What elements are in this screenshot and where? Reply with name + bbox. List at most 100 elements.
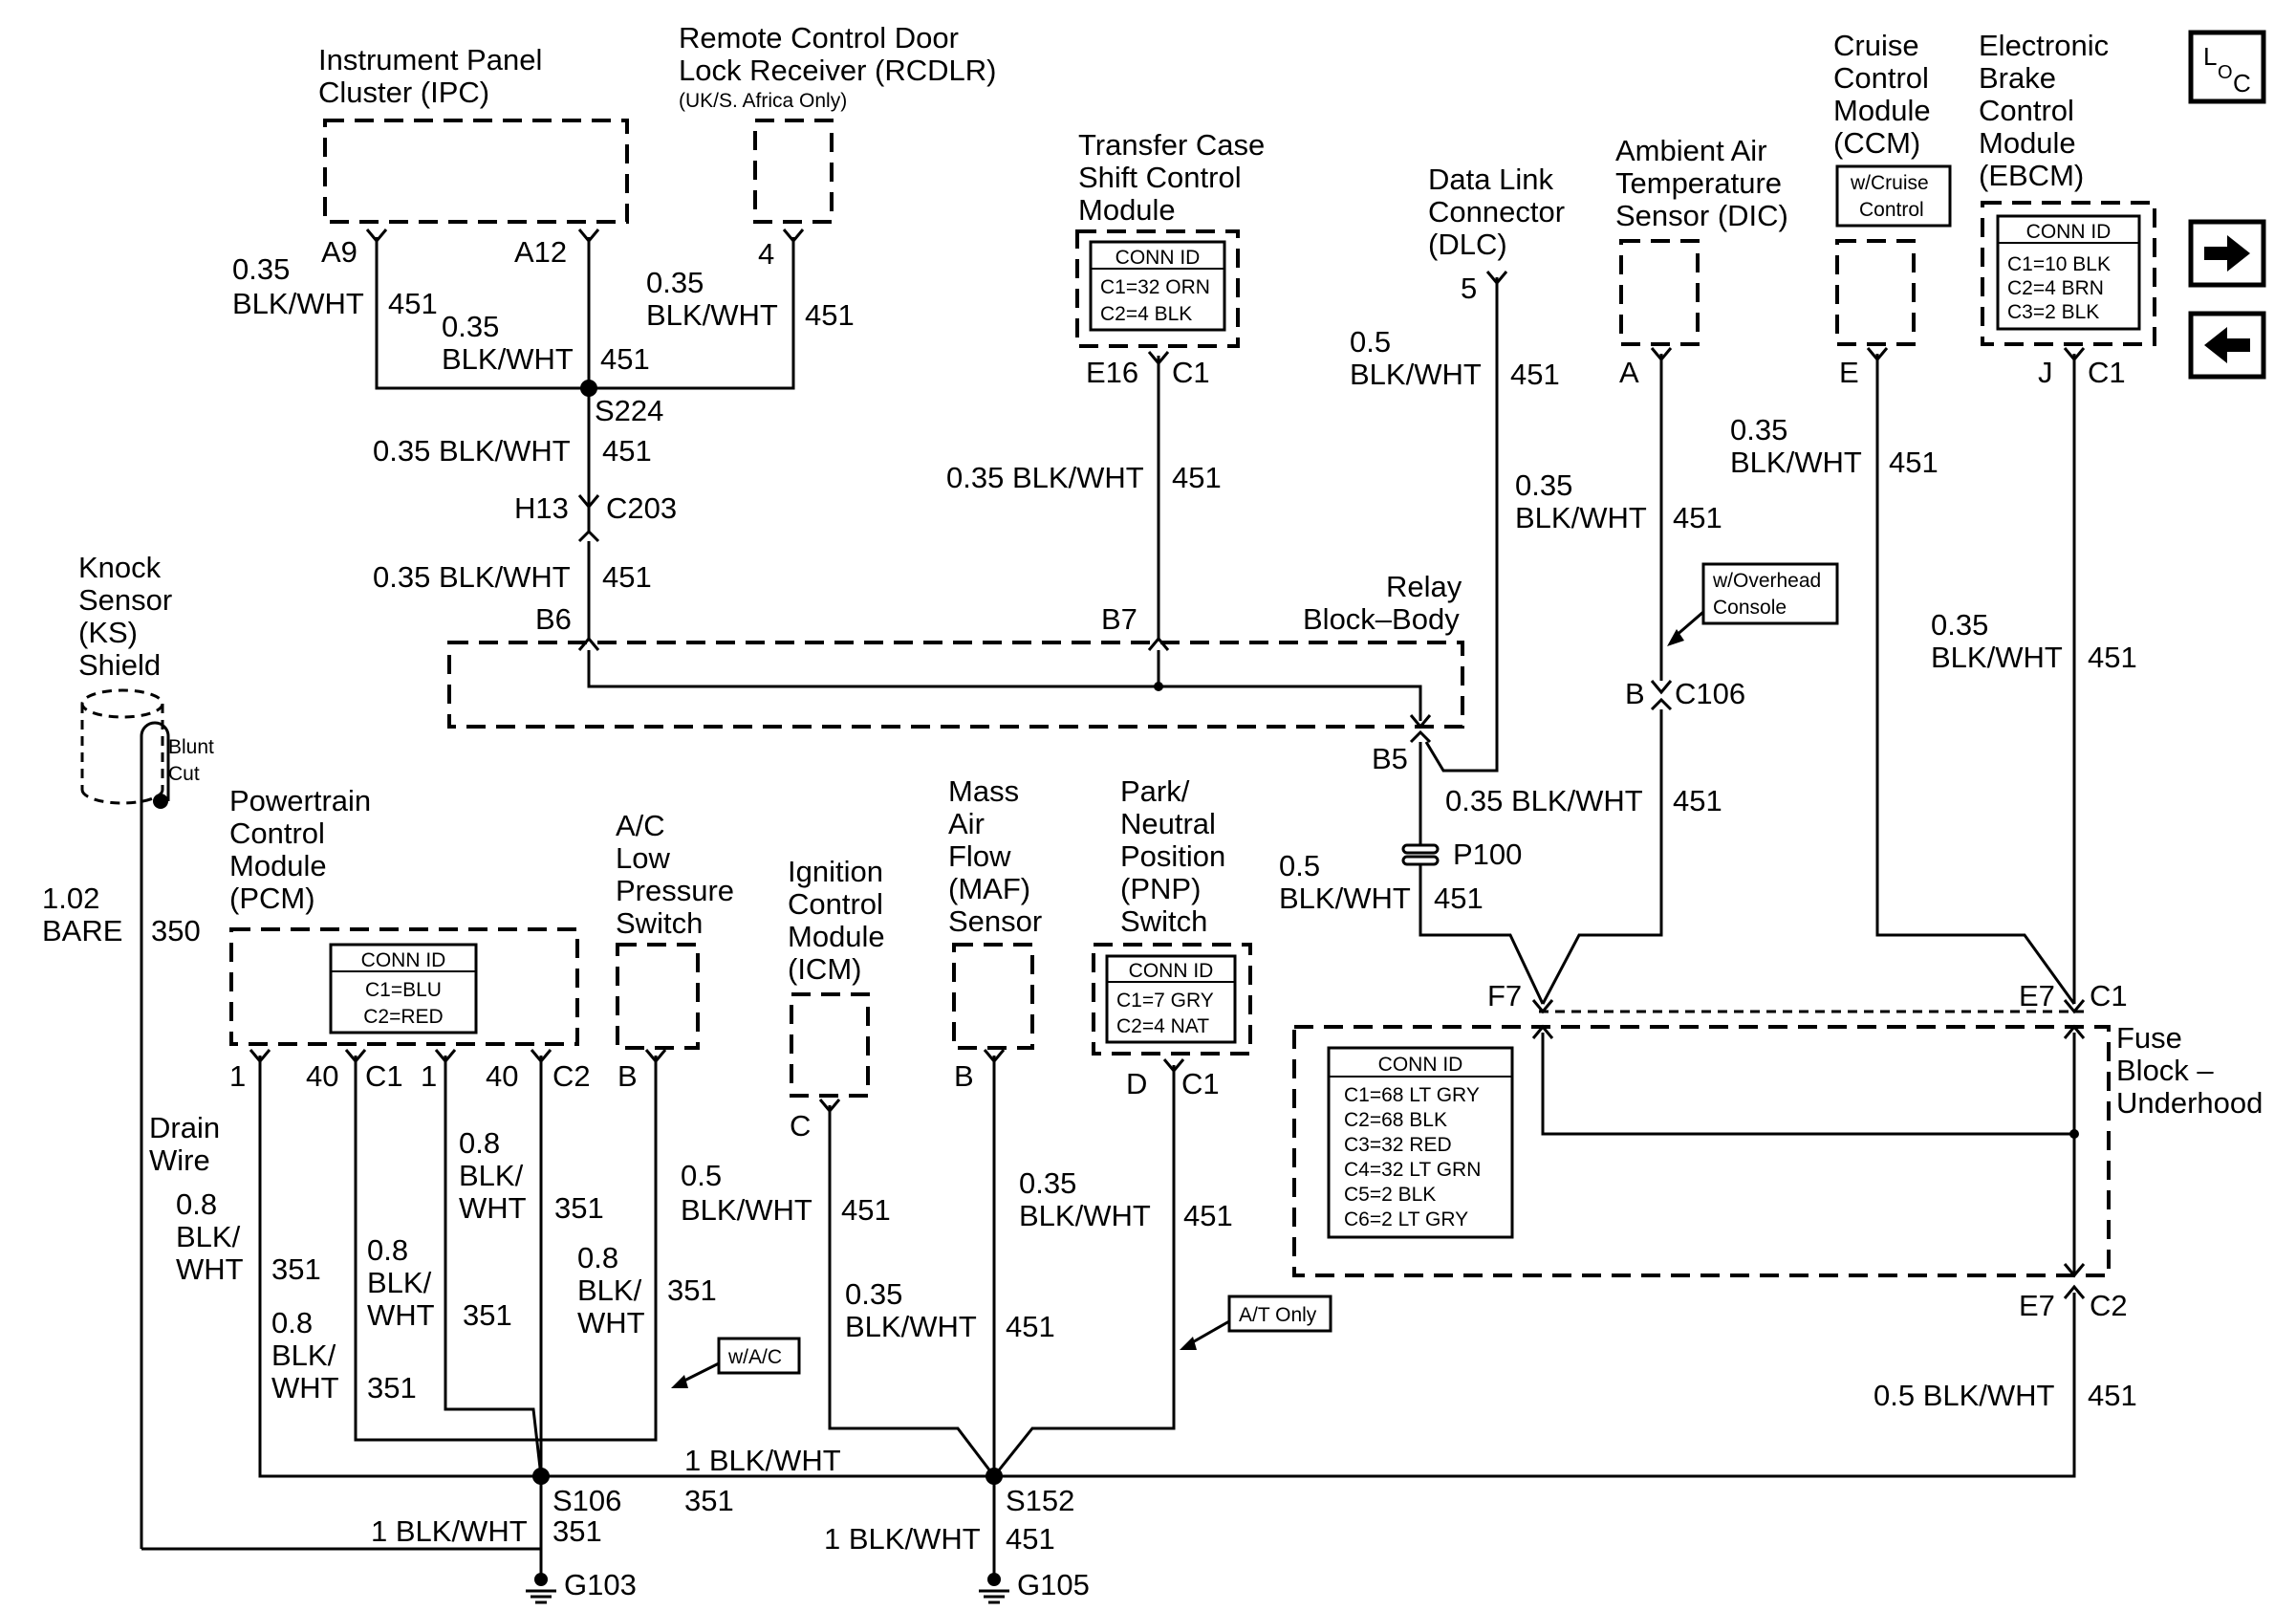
svg-text:w/Overhead: w/Overhead [1712, 570, 1821, 592]
svg-text:0.35 BLK/WHT: 0.35 BLK/WHT [1445, 784, 1643, 817]
svg-text:(EBCM): (EBCM) [1979, 159, 2084, 192]
splice-dot [532, 1468, 550, 1485]
option-tag-ac: w/A/C [671, 1337, 801, 1388]
pin-label: J [2038, 356, 2053, 389]
pin-label: B [954, 1059, 974, 1093]
previous-page-button[interactable] [2188, 311, 2266, 380]
svg-text:BLK/WHT: BLK/WHT [1515, 501, 1647, 534]
transfer-case-shift-control-module: Transfer Case Shift Control Module CONN … [946, 128, 1265, 639]
pin-label: E7 [2019, 1289, 2055, 1322]
svg-text:w/A/C: w/A/C [727, 1346, 782, 1368]
svg-text:Temperature: Temperature [1615, 166, 1782, 200]
svg-text:350: 350 [151, 914, 201, 947]
svg-text:451: 451 [602, 434, 652, 468]
svg-text:0.35 BLK/WHT: 0.35 BLK/WHT [373, 434, 571, 468]
pin-label: F7 [1487, 979, 1522, 1012]
option-tag-at-only: A/T Only [1180, 1295, 1332, 1350]
relay-block-body: Relay Block–Body B6 B7 B5 [447, 570, 1464, 775]
svg-text:Control: Control [1859, 199, 1924, 221]
pin-label: B6 [535, 602, 572, 636]
svg-text:O: O [2218, 62, 2233, 83]
svg-text:351: 351 [667, 1274, 717, 1307]
svg-text:BLK/: BLK/ [577, 1274, 642, 1307]
svg-text:Connector: Connector [1428, 195, 1565, 229]
pin-label: 40 [486, 1059, 518, 1093]
svg-text:Module: Module [229, 849, 327, 882]
splice-label: P100 [1453, 838, 1522, 871]
svg-text:0.35: 0.35 [646, 266, 704, 299]
pin-label: C1 [1181, 1067, 1220, 1100]
data-link-connector: Data Link Connector (DLC) 5 0.5 BLK/WHT … [1350, 163, 1565, 773]
svg-text:BLK/: BLK/ [459, 1159, 524, 1192]
svg-text:351: 351 [367, 1371, 417, 1404]
svg-text:Instrument Panel: Instrument Panel [318, 43, 542, 76]
pin-label: E7 [2019, 979, 2055, 1012]
svg-text:0.35: 0.35 [1730, 413, 1787, 446]
pin-label: C1 [2090, 979, 2128, 1012]
pin-label: C1 [2088, 356, 2126, 389]
svg-text:1 BLK/WHT: 1 BLK/WHT [684, 1444, 841, 1477]
ac-low-pressure-switch: A/C Low Pressure Switch B 0.8 BLK/ WHT 3… [541, 809, 801, 1442]
pin-label: C2 [552, 1059, 591, 1093]
svg-text:Cruise: Cruise [1833, 29, 1919, 62]
ground-symbol-g105: G105 [979, 1549, 1090, 1604]
svg-text:0.8: 0.8 [577, 1241, 618, 1274]
ambient-air-temperature-sensor: Ambient Air Temperature Sensor (DIC) A 0… [1445, 134, 1839, 1005]
svg-text:Position: Position [1120, 839, 1225, 873]
svg-text:(PNP): (PNP) [1120, 872, 1201, 905]
svg-text:0.35: 0.35 [1515, 468, 1572, 502]
svg-text:WHT: WHT [367, 1298, 435, 1332]
svg-text:0.35: 0.35 [1931, 608, 1988, 642]
svg-text:Wire: Wire [149, 1143, 210, 1177]
svg-text:C3=32 RED: C3=32 RED [1344, 1134, 1452, 1156]
svg-text:C1=7 GRY: C1=7 GRY [1116, 990, 1214, 1012]
svg-text:(UK/S. Africa Only): (UK/S. Africa Only) [679, 90, 847, 112]
svg-text:C2=68 BLK: C2=68 BLK [1344, 1109, 1447, 1131]
svg-text:Powertrain: Powertrain [229, 784, 371, 817]
svg-text:451: 451 [388, 287, 438, 320]
svg-text:351: 351 [554, 1191, 604, 1225]
ground-splices: 1 BLK/WHT 351 S106 S152 1 BLK/WHT 351 1 … [371, 1444, 1090, 1604]
svg-text:Air: Air [948, 807, 985, 840]
fuse-block-underhood: F7 E7 C1 Fuse Block – Underhood CONN ID … [994, 979, 2263, 1478]
park-neutral-position-switch: Park/ Neutral Position (PNP) Switch CONN… [992, 774, 1332, 1477]
powertrain-control-module: Powertrain Control Module (PCM) CONN ID … [176, 784, 604, 1549]
svg-text:C5=2 BLK: C5=2 BLK [1344, 1184, 1436, 1206]
svg-text:351: 351 [463, 1298, 512, 1332]
next-page-button[interactable] [2188, 219, 2266, 288]
svg-text:Fuse: Fuse [2116, 1021, 2182, 1055]
connector-label: B [1625, 677, 1645, 710]
svg-text:BLK/WHT: BLK/WHT [442, 342, 574, 376]
svg-text:0.35: 0.35 [442, 310, 499, 343]
svg-text:Block –: Block – [2116, 1054, 2214, 1087]
pin-label: E [1839, 356, 1859, 389]
svg-text:451: 451 [1673, 784, 1722, 817]
svg-text:Flow: Flow [948, 839, 1011, 873]
svg-text:Relay: Relay [1386, 570, 1462, 603]
svg-text:Blunt: Blunt [168, 736, 214, 758]
svg-text:(DLC): (DLC) [1428, 228, 1507, 261]
svg-text:451: 451 [1172, 461, 1222, 494]
svg-text:BLK/WHT: BLK/WHT [681, 1193, 812, 1227]
splice-label: S152 [1006, 1484, 1074, 1517]
svg-text:WHT: WHT [577, 1306, 645, 1339]
pin-label: A12 [514, 235, 567, 269]
option-tag-overhead-console: w/Overhead Console [1667, 562, 1839, 646]
svg-text:w/Cruise: w/Cruise [1850, 172, 1929, 194]
pin-label: C1 [365, 1059, 403, 1093]
svg-text:351: 351 [552, 1514, 602, 1548]
svg-text:Control: Control [1833, 61, 1929, 95]
connector-label: H13 [514, 491, 569, 525]
pin-label: 4 [758, 237, 774, 271]
svg-text:BLK/WHT: BLK/WHT [1730, 446, 1862, 479]
svg-text:A/C: A/C [616, 809, 665, 842]
svg-text:Data Link: Data Link [1428, 163, 1553, 196]
svg-text:(CCM): (CCM) [1833, 126, 1920, 160]
svg-text:451: 451 [1673, 501, 1722, 534]
loc-button[interactable]: L O C [2188, 30, 2266, 104]
svg-text:451: 451 [805, 298, 855, 332]
ground-symbol-g103: G103 [526, 1549, 637, 1604]
svg-text:Drain: Drain [149, 1111, 220, 1144]
svg-text:(MAF): (MAF) [948, 872, 1030, 905]
